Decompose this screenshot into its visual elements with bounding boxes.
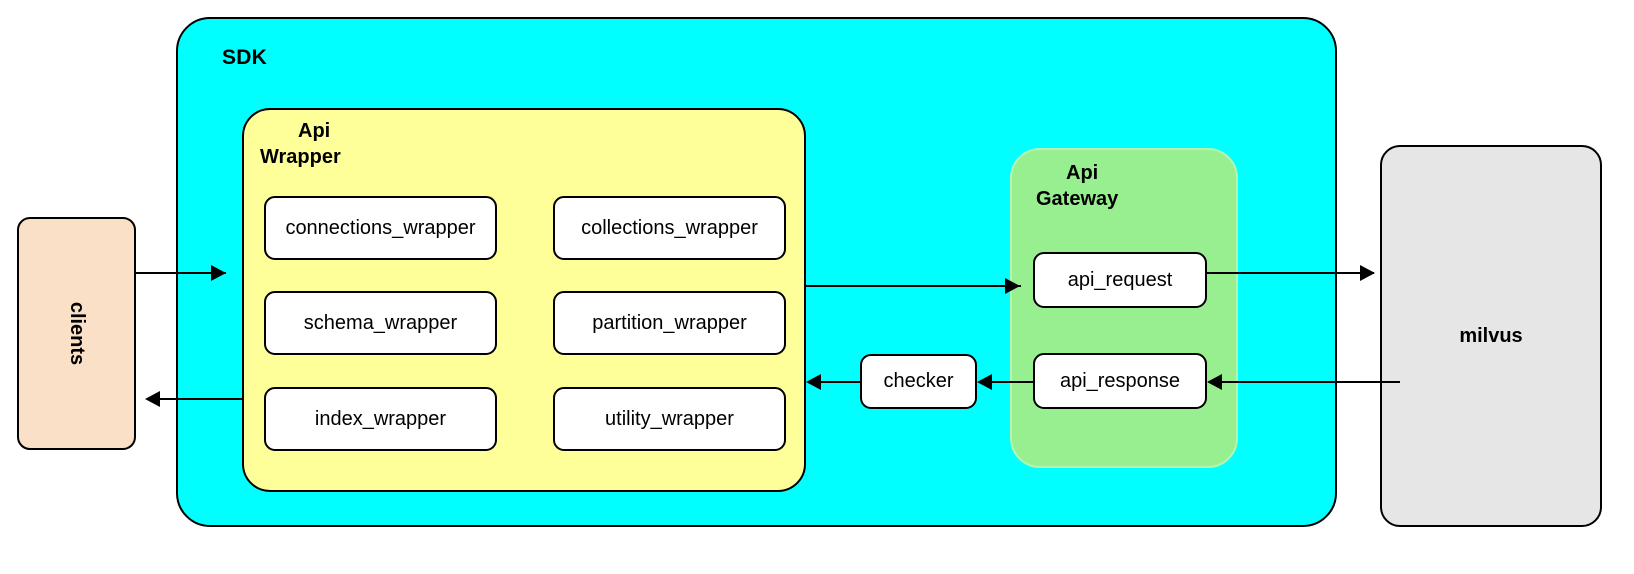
- api-wrapper-title-line1: Api: [298, 120, 331, 142]
- module-partition-wrapper[interactable]: partition_wrapper: [553, 291, 786, 355]
- flow-wrapper-to-request-line: [806, 285, 1021, 287]
- flow-checker-to-wrapper-line: [813, 381, 861, 383]
- flow-clients-to-sdk-line: [136, 272, 226, 274]
- module-index-wrapper[interactable]: index_wrapper: [264, 387, 497, 451]
- api-gateway-title-line2: Gateway: [1036, 188, 1119, 211]
- api-wrapper-title-line2: Wrapper: [260, 146, 341, 169]
- flow-wrapper-to-request-arrow: [1005, 278, 1020, 294]
- api-wrapper-title: Api Wrapper: [260, 118, 490, 171]
- sdk-title: SDK: [222, 46, 267, 69]
- flow-checker-to-wrapper-arrow: [806, 374, 821, 390]
- flow-response-to-checker-line: [980, 381, 1035, 383]
- flow-milvus-to-response-line: [1210, 381, 1400, 383]
- flow-milvus-to-response-arrow: [1207, 374, 1222, 390]
- module-schema-wrapper[interactable]: schema_wrapper: [264, 291, 497, 355]
- flow-clients-to-sdk-arrow: [211, 265, 226, 281]
- flow-sdk-to-clients-arrow: [145, 391, 160, 407]
- clients-label: clients: [65, 301, 88, 366]
- clients-label-wrap: clients: [19, 219, 134, 448]
- api-gateway-title: Api Gateway: [1026, 160, 1226, 213]
- module-api-response[interactable]: api_response: [1033, 353, 1207, 409]
- flow-response-to-checker-arrow: [977, 374, 992, 390]
- flow-request-to-milvus-line: [1207, 272, 1374, 274]
- module-connections-wrapper[interactable]: connections_wrapper: [264, 196, 497, 260]
- milvus-node[interactable]: milvus: [1380, 145, 1602, 527]
- module-collections-wrapper[interactable]: collections_wrapper: [553, 196, 786, 260]
- flow-sdk-to-clients-line: [160, 398, 242, 400]
- api-gateway-container[interactable]: Api Gateway: [1010, 148, 1238, 468]
- api-gateway-title-line1: Api: [1066, 162, 1099, 184]
- module-utility-wrapper[interactable]: utility_wrapper: [553, 387, 786, 451]
- flow-request-to-milvus-arrow: [1360, 265, 1375, 281]
- clients-node[interactable]: clients: [17, 217, 136, 450]
- module-api-request[interactable]: api_request: [1033, 252, 1207, 308]
- checker-node[interactable]: checker: [860, 354, 977, 409]
